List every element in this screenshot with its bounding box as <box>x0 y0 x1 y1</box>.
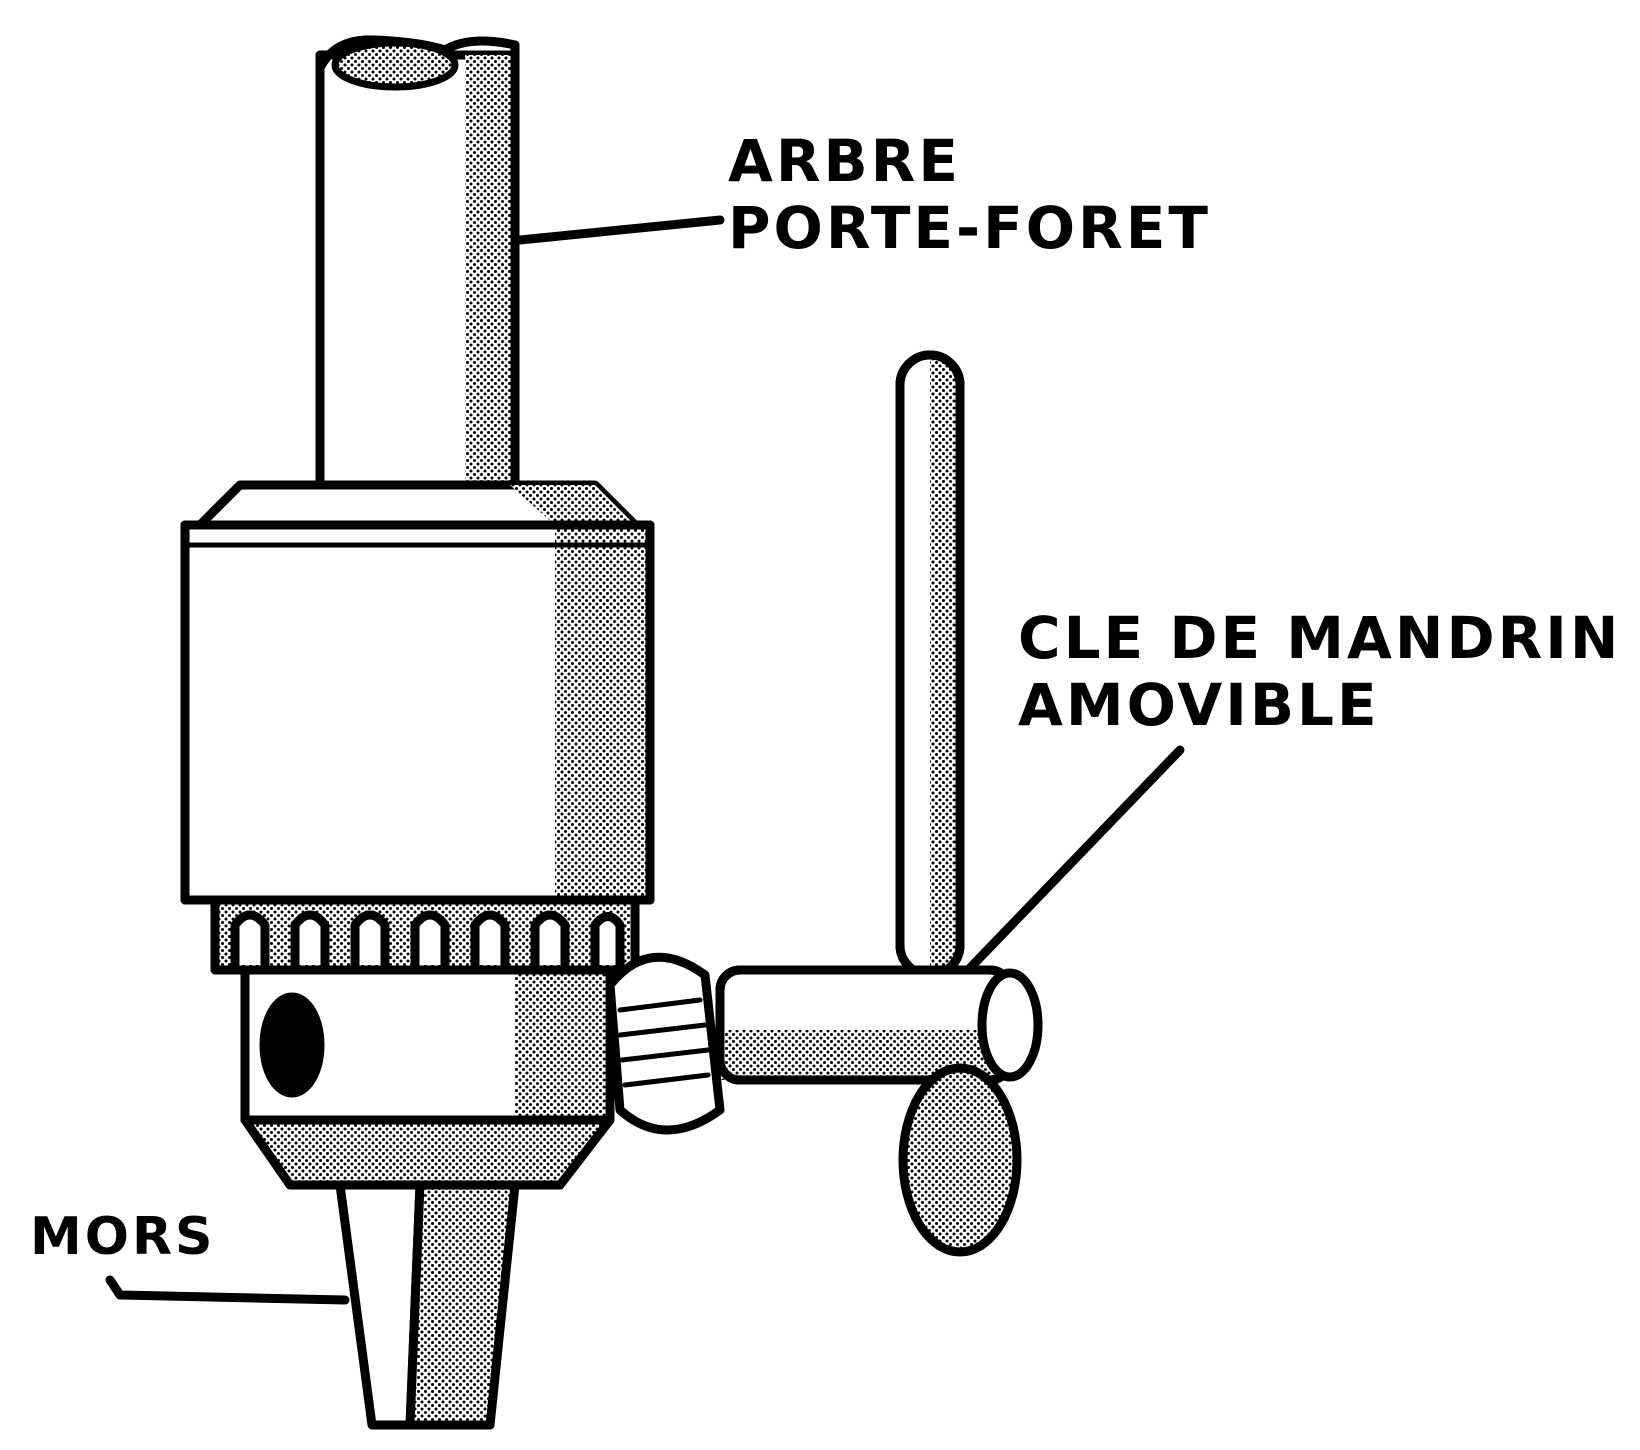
leader-cle <box>965 745 1185 973</box>
key-hole <box>259 992 325 1098</box>
leader-arbre <box>515 215 725 245</box>
label-cle-de-mandrin: CLE DE MANDRIN AMOVIBLE <box>1018 605 1621 738</box>
chuck-gear-ring <box>210 895 640 975</box>
spindle-shaft <box>315 35 520 490</box>
label-mors: MORS <box>30 1207 216 1268</box>
chuck-sleeve <box>180 480 655 905</box>
label-arbre-line1: ARBRE <box>728 127 962 195</box>
label-cle-line2: AMOVIBLE <box>1018 670 1380 739</box>
label-mors-text: MORS <box>30 1207 216 1267</box>
chuck-key <box>605 350 1043 1257</box>
leader-mors <box>105 1275 350 1305</box>
chuck-body <box>240 965 615 1190</box>
label-cle-line1: CLE DE MANDRIN <box>1018 604 1622 672</box>
label-arbre-line2: PORTE-FORET <box>728 193 1211 262</box>
chuck-jaws <box>335 1180 520 1430</box>
label-arbre-porte-foret: ARBRE PORTE-FORET <box>728 128 1211 261</box>
